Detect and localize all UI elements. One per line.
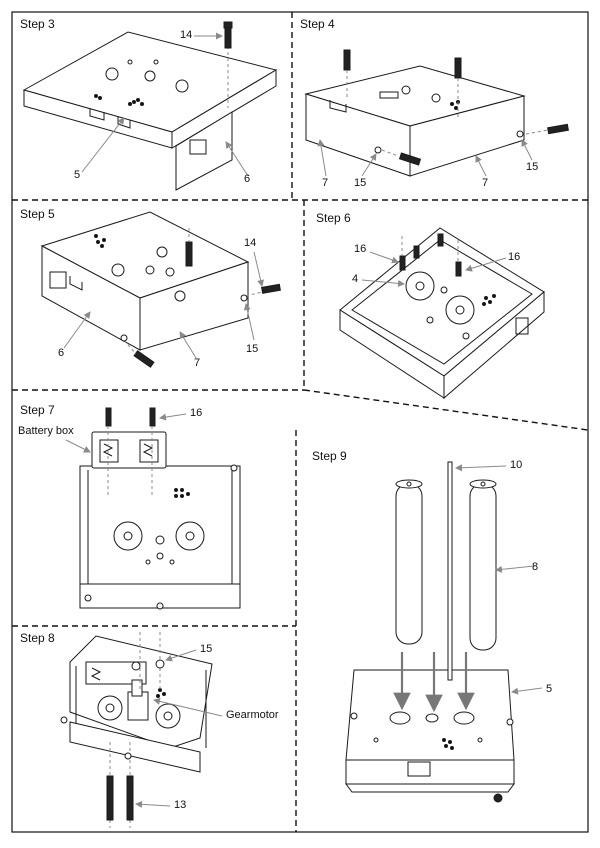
step8-diagram — [60, 632, 213, 828]
shaft-10 — [447, 461, 453, 681]
step6-leaders — [361, 251, 507, 287]
step5-leaders — [63, 251, 265, 359]
panel-dividers — [12, 12, 589, 832]
callout-5: 5 — [546, 683, 553, 695]
callout-8: 8 — [532, 561, 539, 573]
callout-10: 10 — [510, 459, 523, 471]
callout-6: 6 — [244, 173, 251, 185]
step7-leaders — [65, 413, 187, 453]
callout-14: 14 — [180, 29, 193, 41]
step4-diagram — [304, 49, 569, 177]
step4-title: Step 4 — [300, 17, 335, 31]
rod-right — [469, 483, 497, 651]
rod-left — [395, 483, 423, 645]
callout-16-left: 16 — [354, 243, 367, 255]
callout-15: 15 — [200, 643, 213, 655]
callout-14: 14 — [244, 237, 257, 249]
step8-leaders — [135, 649, 223, 808]
step9-leaders — [455, 464, 543, 695]
callout-7-left: 7 — [322, 177, 329, 189]
callout-13: 13 — [174, 799, 187, 811]
callout-5: 5 — [74, 169, 81, 181]
callout-gearmotor: Gearmotor — [226, 709, 279, 721]
step3-leaders — [81, 32, 249, 177]
battery-box-shape — [91, 431, 167, 469]
callout-15-right: 15 — [526, 161, 539, 173]
step8-title: Step 8 — [20, 631, 55, 645]
step5-title: Step 5 — [20, 207, 55, 221]
callout-16-right: 16 — [508, 251, 521, 263]
step7-title: Step 7 — [20, 403, 55, 417]
step5-diagram — [40, 211, 281, 368]
callout-7-right: 7 — [482, 177, 489, 189]
step3-title: Step 3 — [20, 17, 55, 31]
step7-diagram — [79, 407, 241, 610]
callout-7: 7 — [194, 357, 201, 369]
callout-16: 16 — [190, 407, 203, 419]
step3-diagram — [22, 21, 278, 191]
page-border — [11, 11, 589, 833]
step6-diagram — [339, 227, 545, 400]
callout-4: 4 — [352, 273, 359, 285]
step9-title: Step 9 — [312, 449, 347, 463]
callout-battery-box: Battery box — [18, 425, 74, 437]
callout-6: 6 — [58, 347, 65, 359]
step4-leaders — [317, 139, 533, 177]
callout-15: 15 — [246, 343, 259, 355]
step9-diagram — [345, 461, 515, 803]
step6-title: Step 6 — [316, 211, 351, 225]
callout-15-left: 15 — [354, 177, 367, 189]
step9-insert-arrows — [393, 652, 475, 713]
